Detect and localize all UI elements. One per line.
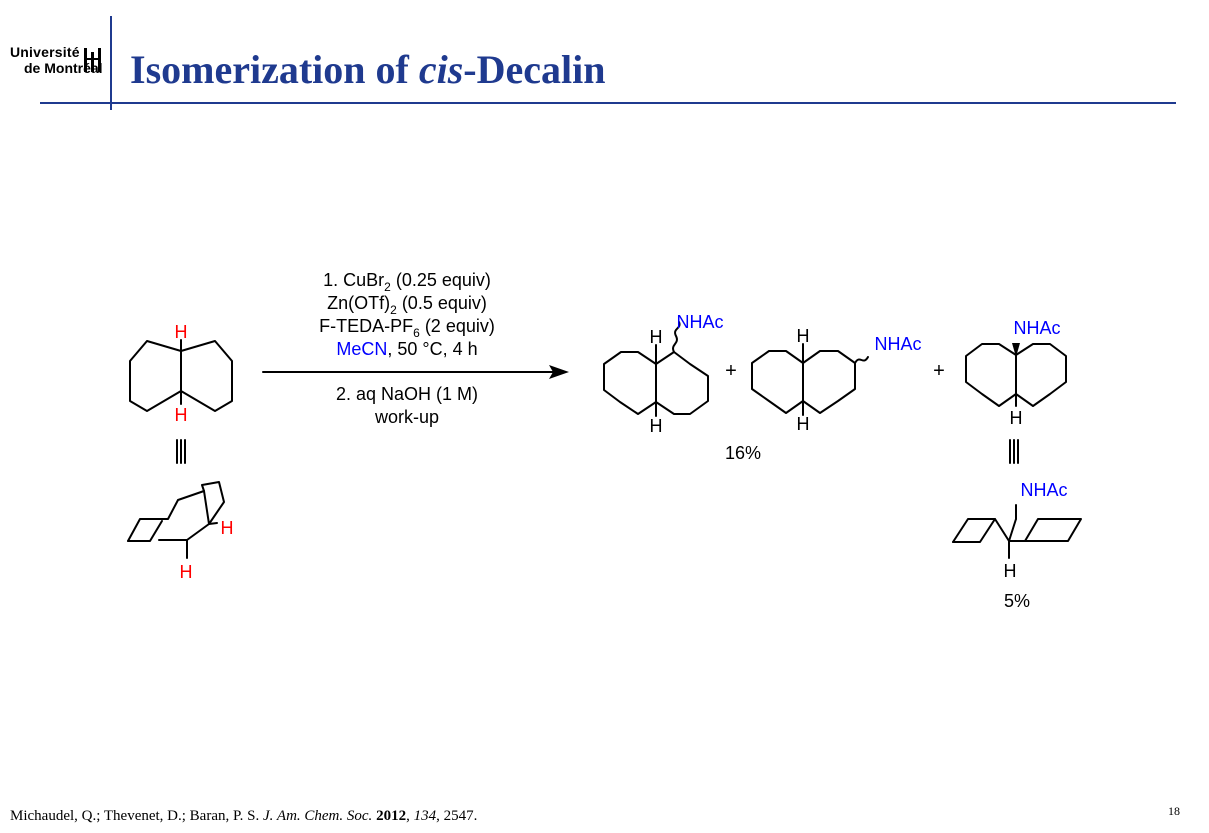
university-logo: Université de Montréal [10,44,110,94]
citation-pages: , 2547. [436,808,478,824]
hydrogen-label-bottom: H [175,405,188,425]
product-3-chair [952,504,1082,559]
product-3-structure [965,343,1067,407]
plus-sign-1: + [725,360,737,382]
citation: Michaudel, Q.; Thevenet, D.; Baran, P. S… [10,808,478,824]
citation-year: 2012 [376,808,407,824]
logo-text-line2: de Montréal [24,60,103,76]
condition-line-3: F-TEDA-PF6 (2 equiv) [319,316,495,340]
slide-title: Isomerization of cis-Decalin [130,42,605,98]
product-1-nhac-label: NHAc [676,312,723,332]
header-vertical-rule [110,16,112,110]
product-2-structure [751,343,869,416]
yield-label-major: 16% [725,443,761,463]
page-number: 18 [1168,804,1180,818]
wedge-bond-icon [1012,343,1020,357]
equivalence-bars-left [176,439,186,464]
cis-decalin-structure [129,339,233,412]
hydrogen-label-chair-bottom: H [180,562,193,582]
product-3-nhac-label: NHAc [1013,318,1060,338]
citation-authors: Michaudel, Q.; Thevenet, D.; Baran, P. S… [10,808,264,824]
plus-sign-2: + [933,360,945,382]
condition-line-5: 2. aq NaOH (1 M) [336,384,478,404]
header-horizontal-rule [40,102,1176,104]
condition-line-6: work-up [374,407,439,427]
hydrogen-label-chair-right: H [221,518,234,538]
reaction-arrowhead [549,365,569,379]
logo-text-line1: Université [10,44,80,60]
title-plain: Isomerization of [130,47,419,92]
product-3-hydrogen-bottom: H [1010,408,1023,428]
condition-line-4: MeCN, 50 °C, 4 h [336,339,477,359]
product-1-hydrogen-bottom: H [650,416,663,436]
condition-line-1: 1. CuBr2 (0.25 equiv) [323,270,491,294]
product-2-hydrogen-top: H [797,326,810,346]
product-3-chair-nhac-label: NHAc [1020,480,1067,500]
product-3-chair-hydrogen: H [1004,561,1017,581]
product-2-nhac-label: NHAc [874,334,921,354]
citation-volume: 134 [413,808,437,824]
cis-decalin-chair [127,481,225,559]
title-rest: -Decalin [463,47,606,92]
yield-label-minor: 5% [1004,591,1030,611]
hydrogen-label-top: H [175,322,188,342]
citation-journal: J. Am. Chem. Soc. [263,808,373,824]
title-italic: cis [418,47,464,92]
equivalence-bars-right [1009,439,1019,464]
product-1-structure [603,321,709,417]
product-1-hydrogen-top: H [650,327,663,347]
product-2-hydrogen-bottom: H [797,414,810,434]
logo-emblem-icon [84,48,101,72]
condition-line-2: Zn(OTf)2 (0.5 equiv) [327,293,487,317]
